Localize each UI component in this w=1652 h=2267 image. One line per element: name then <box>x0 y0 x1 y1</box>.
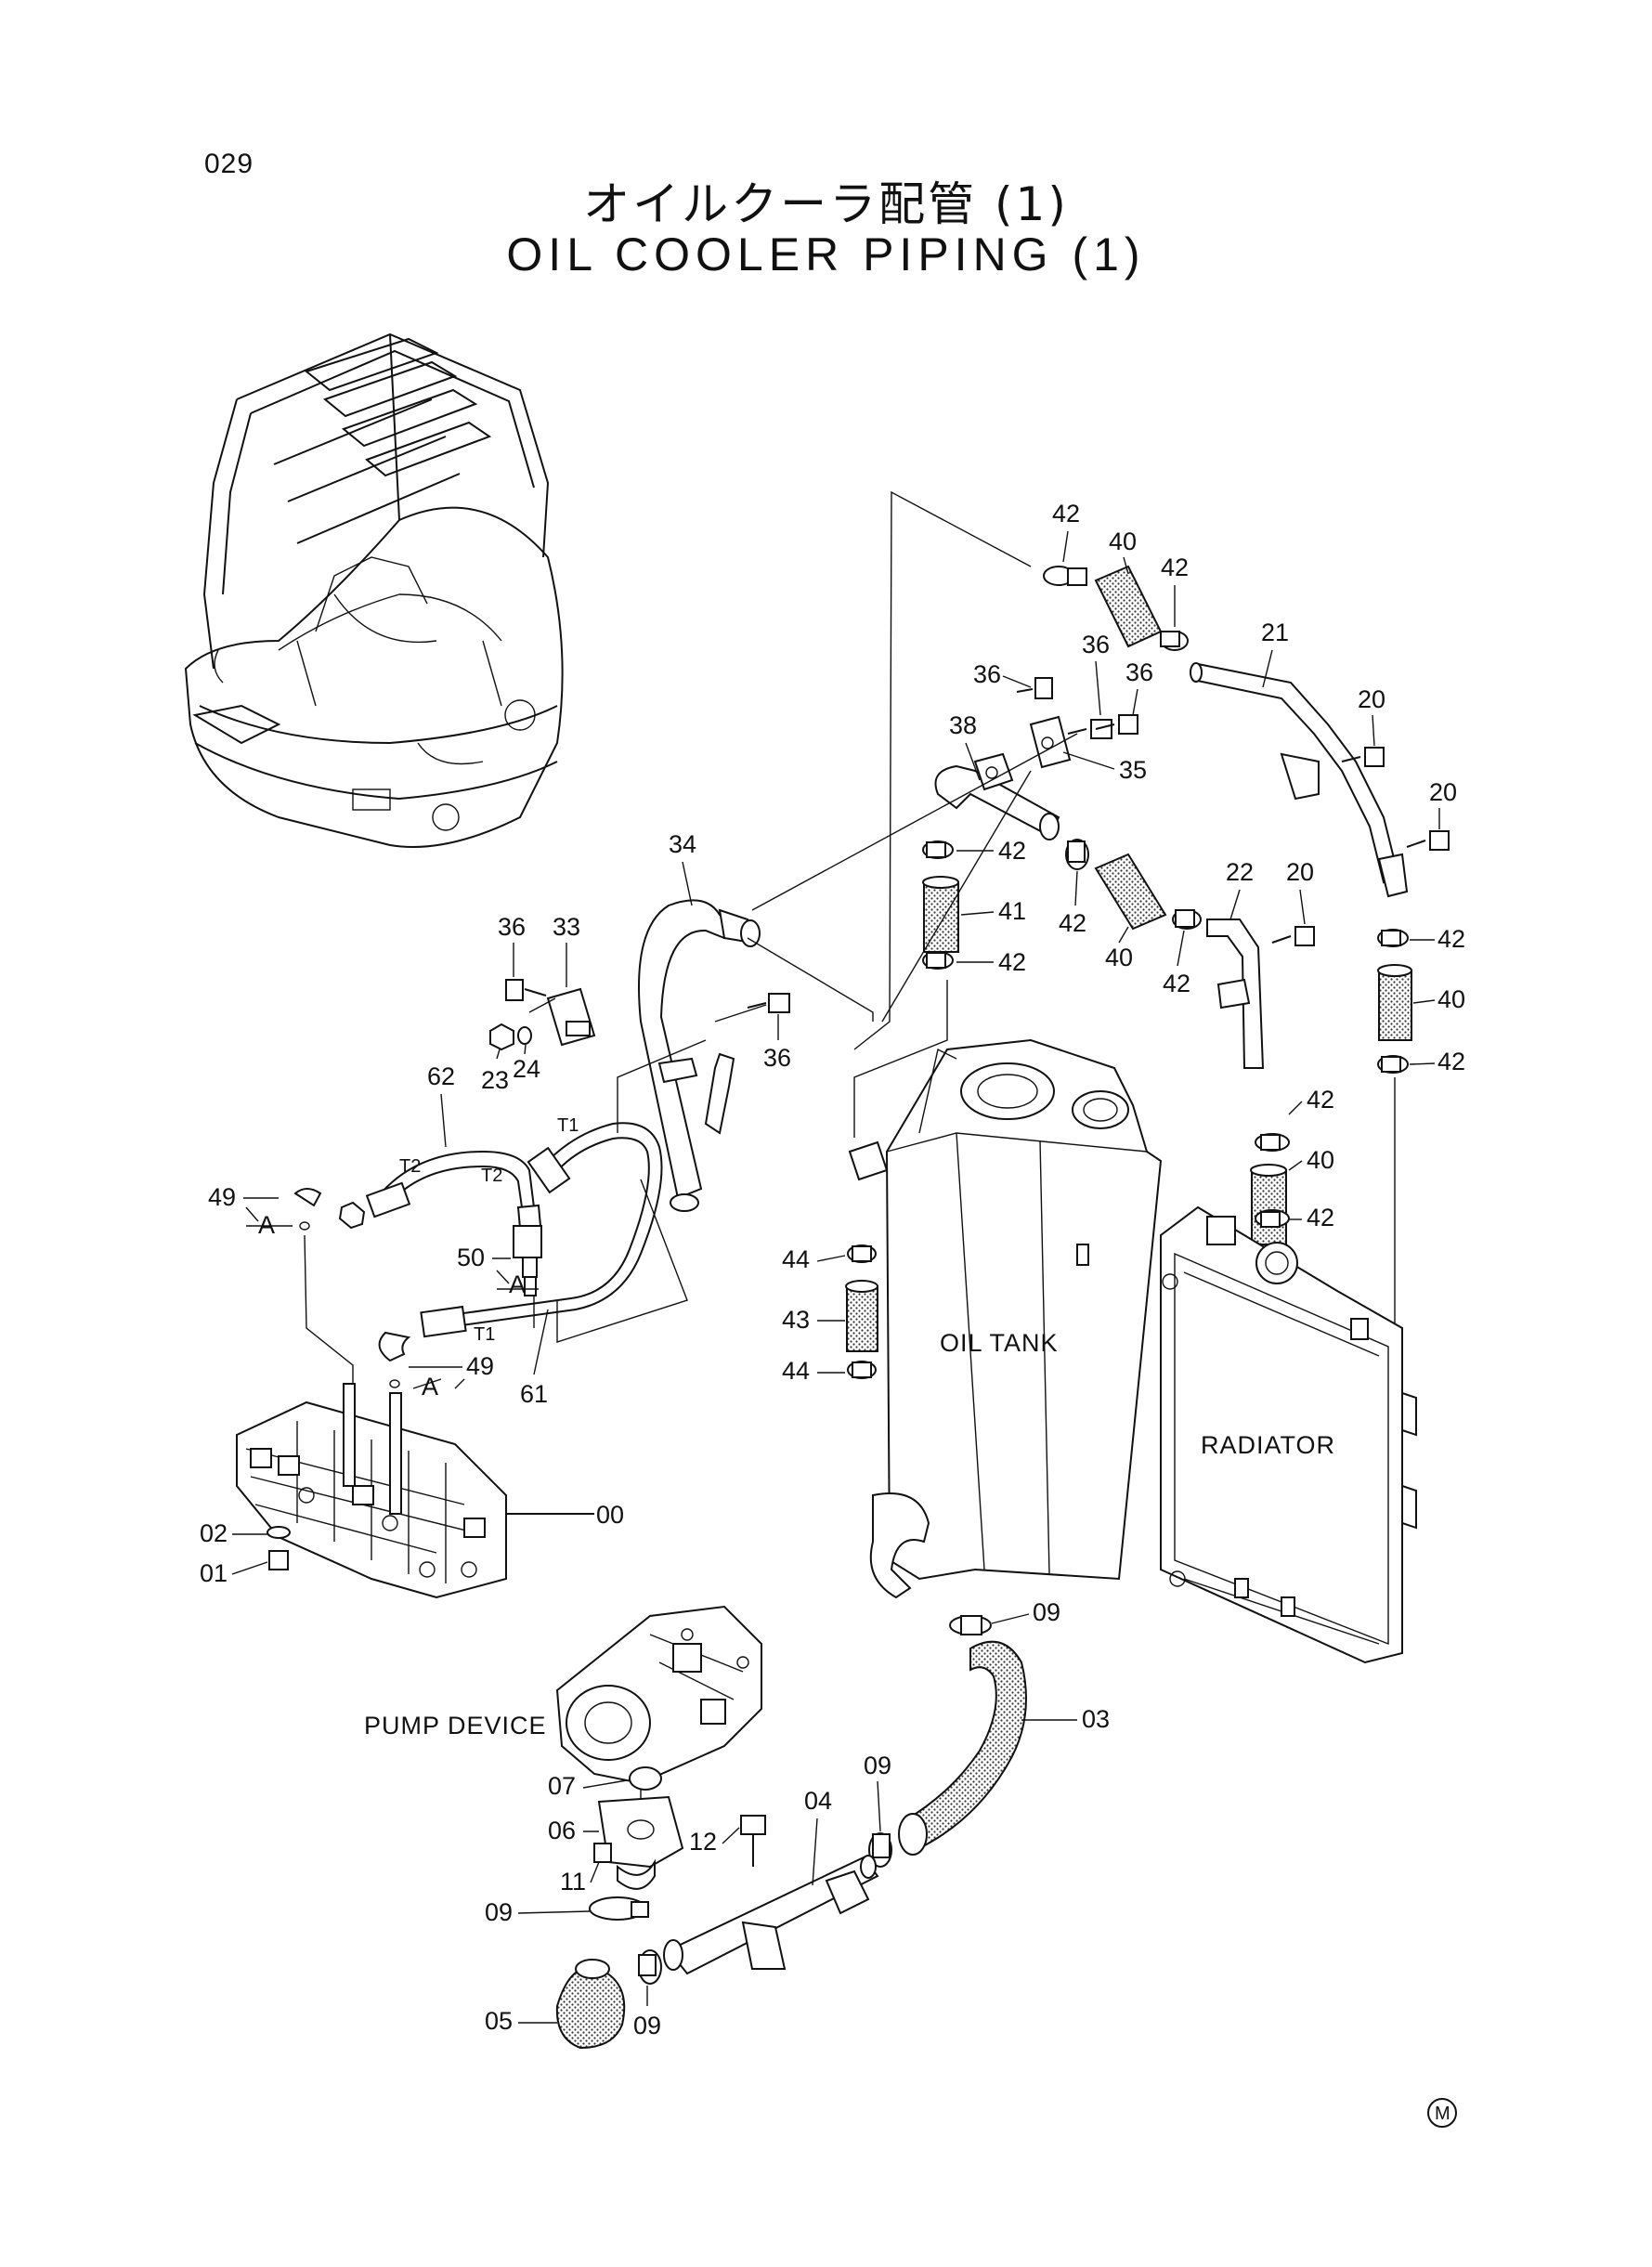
callout-09: 09 <box>1033 1598 1060 1626</box>
oil-tank-drawing: OIL TANK <box>848 1038 1163 1599</box>
callout-62: 62 <box>427 1062 455 1090</box>
callout-12: 12 <box>689 1828 717 1856</box>
port-label-t2: T2 <box>399 1156 421 1177</box>
callout-49: 49 <box>466 1352 494 1380</box>
callout-22: 22 <box>1226 858 1254 886</box>
callout-23: 23 <box>481 1066 509 1094</box>
callout-42: 42 <box>1307 1086 1334 1114</box>
callout-42: 42 <box>1437 925 1465 953</box>
page-number: 029 <box>204 149 254 179</box>
callout-36: 36 <box>1125 658 1153 686</box>
callout-24: 24 <box>513 1055 540 1083</box>
m-mark-letter: M <box>1435 2104 1450 2124</box>
page-title-english: OIL COOLER PIPING (1) <box>506 228 1146 280</box>
callout-34: 34 <box>669 830 696 858</box>
port-labels: T1 T2 T2 T1 A A A <box>245 1115 579 1401</box>
callout-01: 01 <box>200 1559 228 1587</box>
callout-06: 06 <box>548 1817 576 1844</box>
view-label-a: A <box>258 1211 275 1239</box>
callout-41: 41 <box>998 897 1026 925</box>
excavator-overview-drawing <box>184 332 564 848</box>
port-label-t1: T1 <box>474 1324 495 1345</box>
callout-05: 05 <box>485 2007 513 2035</box>
view-label-a: A <box>422 1373 438 1401</box>
callout-09: 09 <box>633 2012 661 2039</box>
lower-piping-assembly <box>555 1615 1027 2050</box>
callout-09: 09 <box>864 1752 891 1779</box>
pipe-34-assembly <box>489 899 874 1343</box>
callout-43: 43 <box>782 1306 810 1334</box>
callout-44: 44 <box>782 1357 810 1385</box>
callout-38: 38 <box>949 711 977 739</box>
port-label-t2: T2 <box>481 1166 502 1186</box>
pump-device-drawing: PUMP DEVICE <box>364 1605 762 1820</box>
control-valve-assembly <box>236 1383 594 1599</box>
page-title-japanese: オイルクーラ配管 (1) <box>583 177 1069 231</box>
radiator-label: RADIATOR <box>1201 1431 1335 1459</box>
callout-44: 44 <box>782 1245 810 1273</box>
callout-42: 42 <box>1059 909 1086 937</box>
callout-09: 09 <box>485 1898 513 1926</box>
callout-42: 42 <box>998 948 1026 976</box>
callout-40: 40 <box>1437 985 1465 1013</box>
callout-42: 42 <box>1052 500 1080 528</box>
radiator-drawing: RADIATOR <box>1160 1205 1417 1664</box>
callout-42: 42 <box>1307 1204 1334 1231</box>
callout-61: 61 <box>520 1380 548 1408</box>
callout-20: 20 <box>1429 778 1457 806</box>
callout-36: 36 <box>973 660 1001 688</box>
callout-02: 02 <box>200 1519 228 1547</box>
callout-36: 36 <box>763 1044 791 1072</box>
callout-20: 20 <box>1286 858 1314 886</box>
m-mark: M <box>1427 2098 1457 2128</box>
callout-40: 40 <box>1307 1146 1334 1174</box>
callout-42: 42 <box>998 837 1026 865</box>
callout-40: 40 <box>1105 944 1133 971</box>
hose-43-assembly <box>845 1244 878 1379</box>
hoses-61-62-assembly <box>293 1122 663 1393</box>
pump-device-label: PUMP DEVICE <box>364 1712 547 1739</box>
callout-36: 36 <box>1082 631 1110 658</box>
port-label-t1: T1 <box>557 1115 579 1136</box>
callout-03: 03 <box>1082 1705 1110 1733</box>
oil-tank-label: OIL TANK <box>940 1329 1059 1357</box>
callout-49: 49 <box>208 1183 236 1211</box>
callout-33: 33 <box>553 913 580 941</box>
callout-04: 04 <box>804 1787 832 1815</box>
callout-numbers: 42 40 42 21 36 36 36 20 20 38 35 34 42 4… <box>200 500 1465 2039</box>
upper-piping-assembly <box>751 490 1450 1328</box>
callout-40: 40 <box>1109 528 1137 555</box>
callout-50: 50 <box>457 1244 485 1271</box>
callout-21: 21 <box>1261 619 1289 646</box>
callout-20: 20 <box>1358 685 1385 713</box>
callout-42: 42 <box>1163 970 1190 997</box>
callout-00: 00 <box>596 1501 624 1529</box>
callout-36: 36 <box>498 913 526 941</box>
callout-35: 35 <box>1119 756 1147 784</box>
callout-07: 07 <box>548 1772 576 1800</box>
callout-11: 11 <box>560 1868 586 1896</box>
callout-42: 42 <box>1161 554 1189 581</box>
callout-42: 42 <box>1437 1048 1465 1075</box>
view-label-a: A <box>509 1270 526 1298</box>
